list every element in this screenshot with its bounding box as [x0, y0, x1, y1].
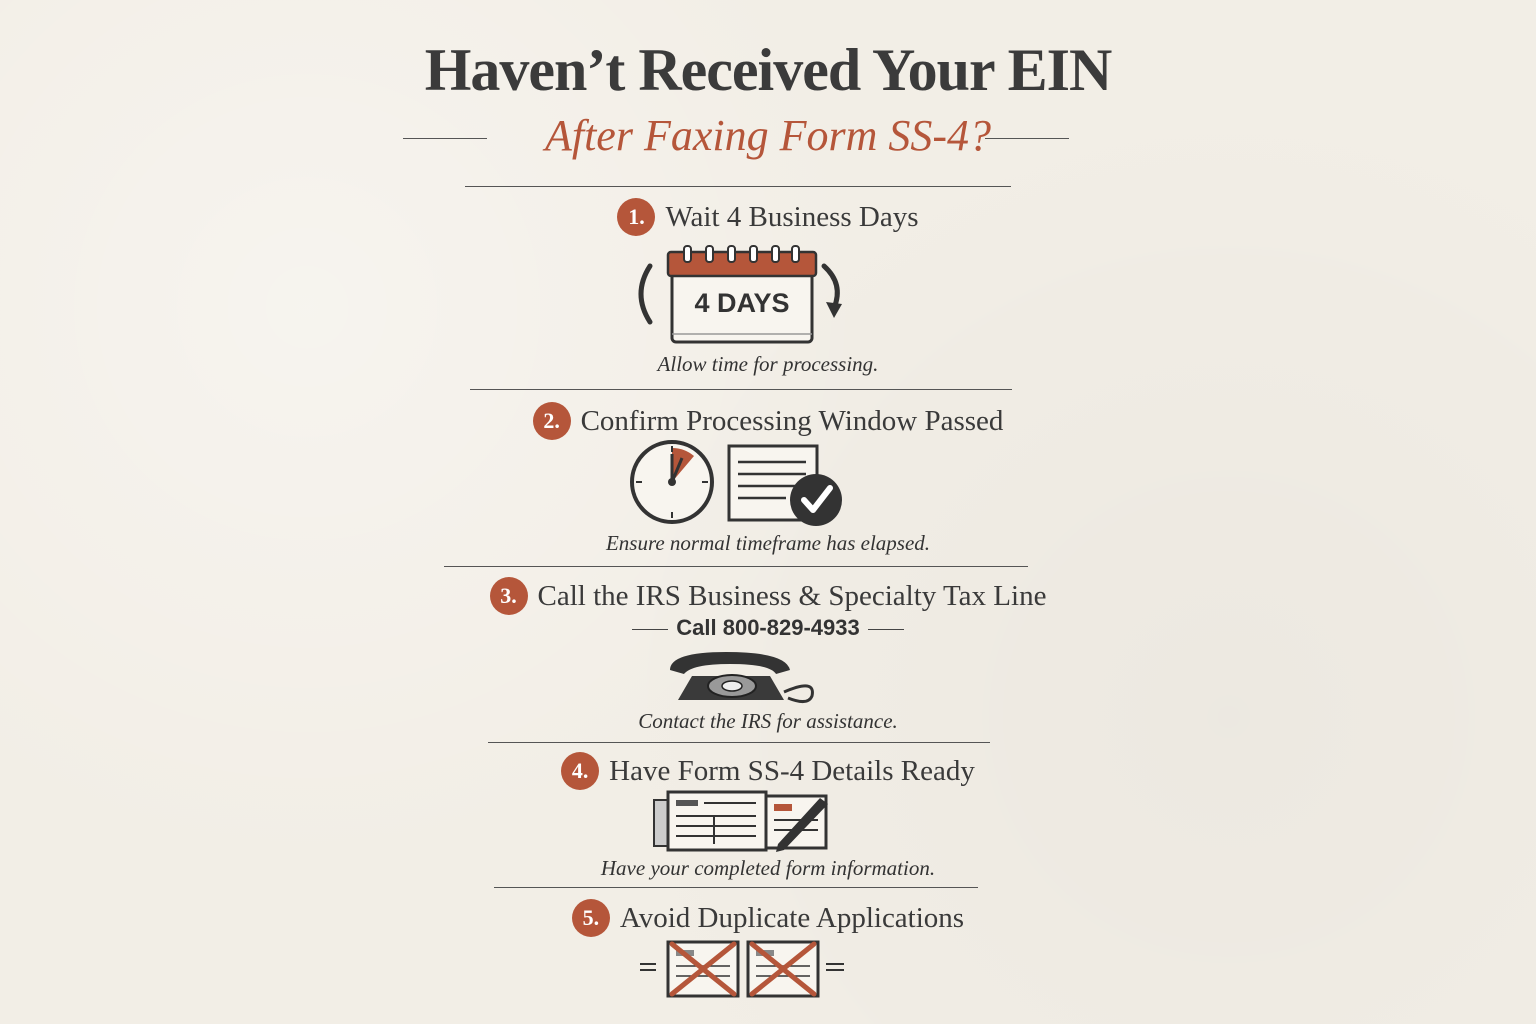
phone-number-line: Call 800-829-4933: [0, 615, 1536, 641]
divider-1: [470, 389, 1012, 390]
step-5-heading: 5. Avoid Duplicate Applications: [0, 899, 1536, 937]
divider-4: [494, 887, 978, 888]
phone-dash-right: [867, 628, 904, 630]
crossed-out-forms-icon: [640, 940, 844, 998]
subtitle-rule-right: [985, 138, 1069, 139]
step-1-caption: Allow time for processing.: [657, 352, 879, 376]
step-4-title: Have Form SS-4 Details Ready: [609, 754, 975, 787]
step-4-heading: 4. Have Form SS-4 Details Ready: [0, 752, 1536, 790]
rotary-phone-icon: [670, 652, 814, 703]
subtitle-rule-left: [403, 138, 487, 139]
phone-dash-left: [632, 628, 669, 630]
step-4-number: 4.: [561, 752, 600, 790]
step-3-number: 3.: [489, 577, 528, 615]
step-5-title: Avoid Duplicate Applications: [619, 901, 965, 934]
step-3-caption: Contact the IRS for assistance.: [638, 709, 898, 733]
step-2-heading: 2. Confirm Processing Window Passed: [0, 402, 1536, 440]
divider-header: [465, 186, 1011, 187]
step-4-caption: Have your completed form information.: [600, 856, 936, 880]
step-1-heading: 1. Wait 4 Business Days: [0, 198, 1536, 236]
clock-and-checked-document-icon: [630, 440, 842, 526]
calendar-label: 4 DAYS: [694, 288, 789, 318]
step-2-caption: Ensure normal timeframe has elapsed.: [605, 531, 931, 555]
step-3-title: Call the IRS Business & Specialty Tax Li…: [537, 579, 1047, 612]
forms-with-pen-icon: [653, 790, 828, 852]
divider-3: [488, 742, 990, 743]
calendar-icon: 4 DAYS: [638, 245, 842, 344]
step-2-number: 2.: [532, 402, 571, 440]
page-subtitle: After Faxing Form SS-4?: [544, 111, 992, 160]
step-2-title: Confirm Processing Window Passed: [580, 404, 1004, 437]
phone-number: Call 800-829-4933: [676, 615, 860, 640]
step-5-number: 5.: [571, 899, 610, 937]
step-1-number: 1.: [617, 198, 656, 236]
step-1-title: Wait 4 Business Days: [665, 200, 919, 233]
divider-2: [444, 566, 1028, 567]
subtitle-block: After Faxing Form SS-4?: [0, 110, 1536, 166]
page-title: Haven’t Received Your EIN: [424, 37, 1113, 103]
step-3-heading: 3. Call the IRS Business & Specialty Tax …: [0, 577, 1536, 615]
